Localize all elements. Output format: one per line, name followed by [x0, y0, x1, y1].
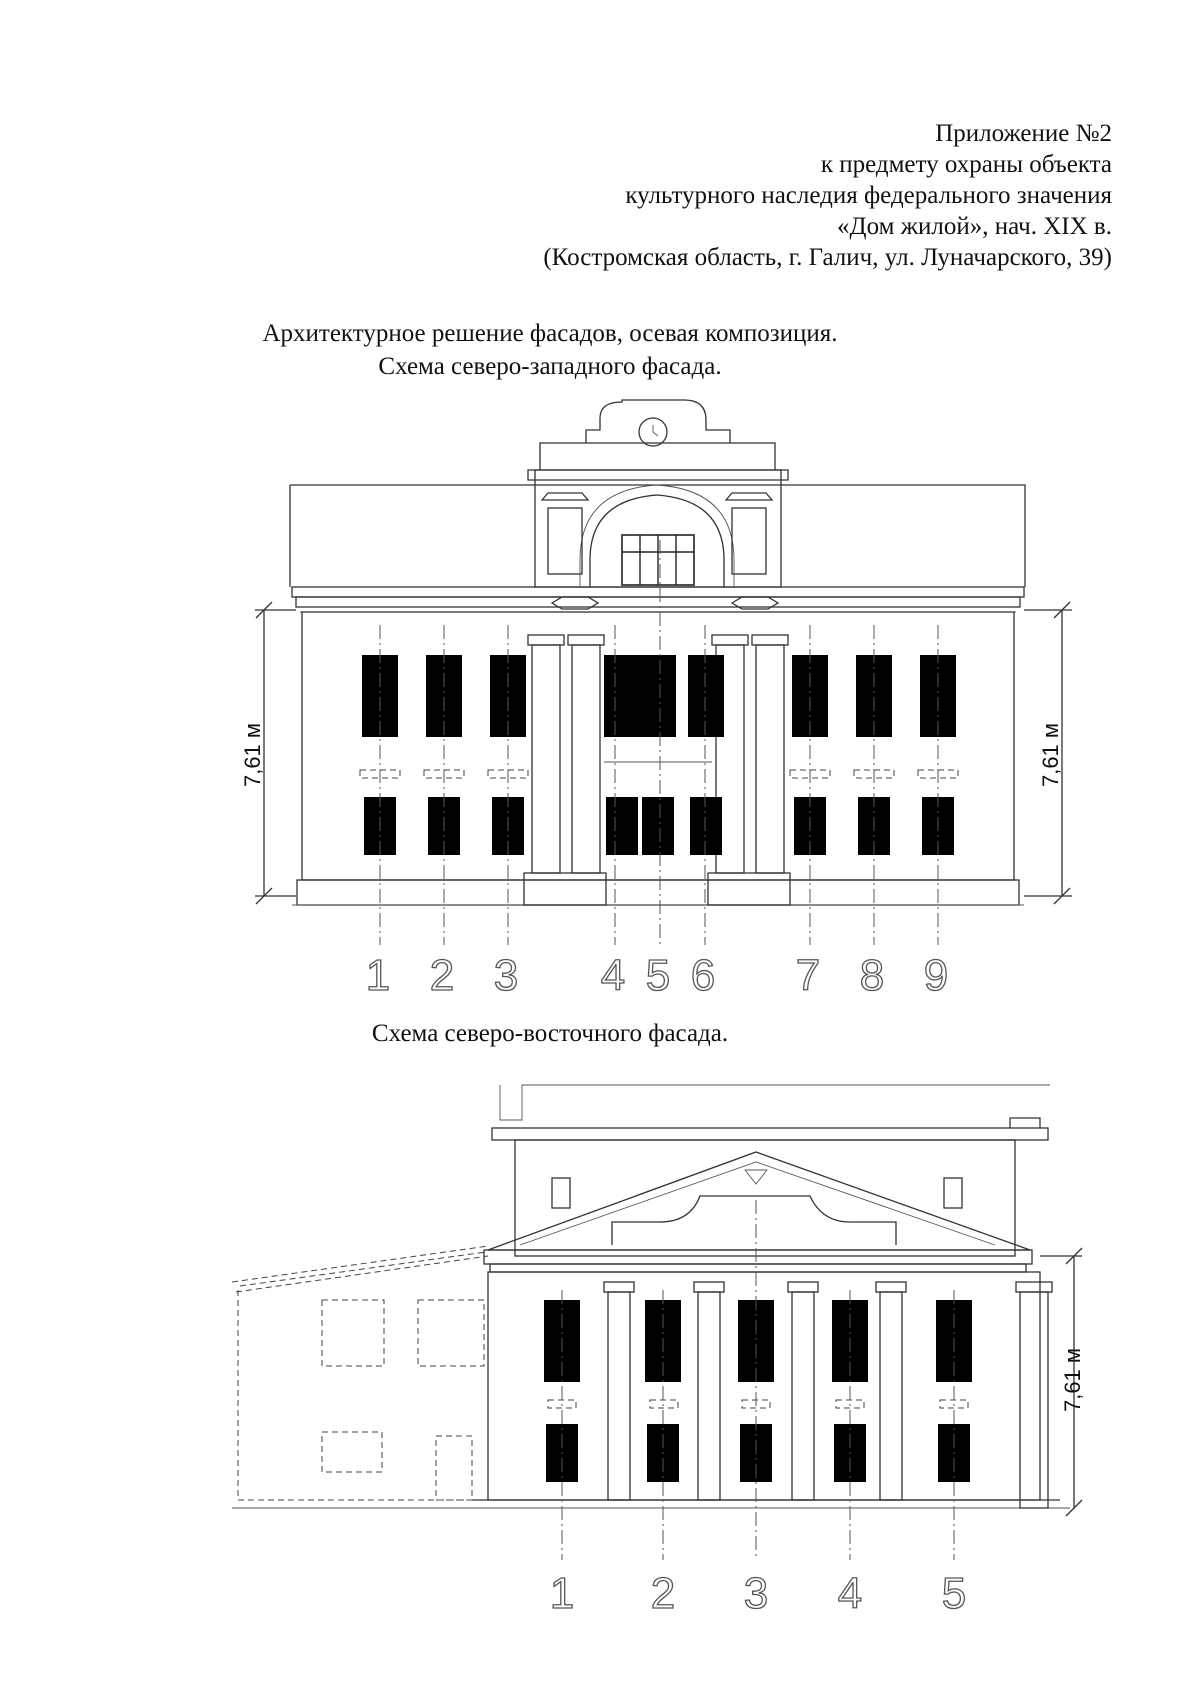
header-line-2: к предмету охраны объекта — [820, 151, 1112, 178]
northwest-axis-7: 7 — [796, 951, 820, 1000]
document-header: Приложение №2 к предмету охраны объекта … — [543, 118, 1112, 273]
header-line-5: (Костромская область, г. Галич, ул. Луна… — [543, 244, 1112, 271]
northwest-dimension-left: 7,61 м — [240, 723, 265, 787]
northwest-axis-3: 3 — [494, 951, 518, 1000]
northeast-facade: 7,61 м 1 2 3 4 5 — [231, 1084, 1085, 1619]
northeast-axis-4: 4 — [838, 1569, 862, 1618]
header-line-3: культурного наследия федерального значен… — [625, 182, 1112, 209]
northeast-axis-2: 2 — [651, 1569, 675, 1618]
northwest-dimension-right: 7,61 м — [1038, 723, 1063, 787]
northeast-axis-1: 1 — [550, 1569, 574, 1618]
northwest-axis-4: 4 — [601, 951, 625, 1000]
northeast-facade-title: Схема северо-восточного фасада. — [371, 1020, 729, 1047]
northeast-dimension: 7,61 м — [1060, 1348, 1085, 1412]
northwest-facade-title: Схема северо-западного фасада. — [378, 353, 722, 380]
header-line-1: Приложение №2 — [935, 120, 1112, 147]
main-title: Архитектурное решение фасадов, осевая ко… — [262, 320, 838, 347]
northwest-axis-9: 9 — [924, 951, 948, 1000]
northwest-facade: 7,61 м 7,61 м 1 2 3 4 5 6 7 8 9 — [240, 399, 1072, 1001]
northwest-axis-1: 1 — [366, 951, 390, 1000]
northwest-axis-8: 8 — [860, 951, 884, 1000]
northeast-axis-3: 3 — [744, 1569, 768, 1618]
header-line-4: «Дом жилой», нач. XIX в. — [837, 213, 1112, 240]
northwest-axis-2: 2 — [430, 951, 454, 1000]
northeast-axis-5: 5 — [942, 1569, 966, 1618]
northwest-axis-5: 5 — [646, 951, 670, 1000]
northwest-axis-6: 6 — [691, 951, 715, 1000]
